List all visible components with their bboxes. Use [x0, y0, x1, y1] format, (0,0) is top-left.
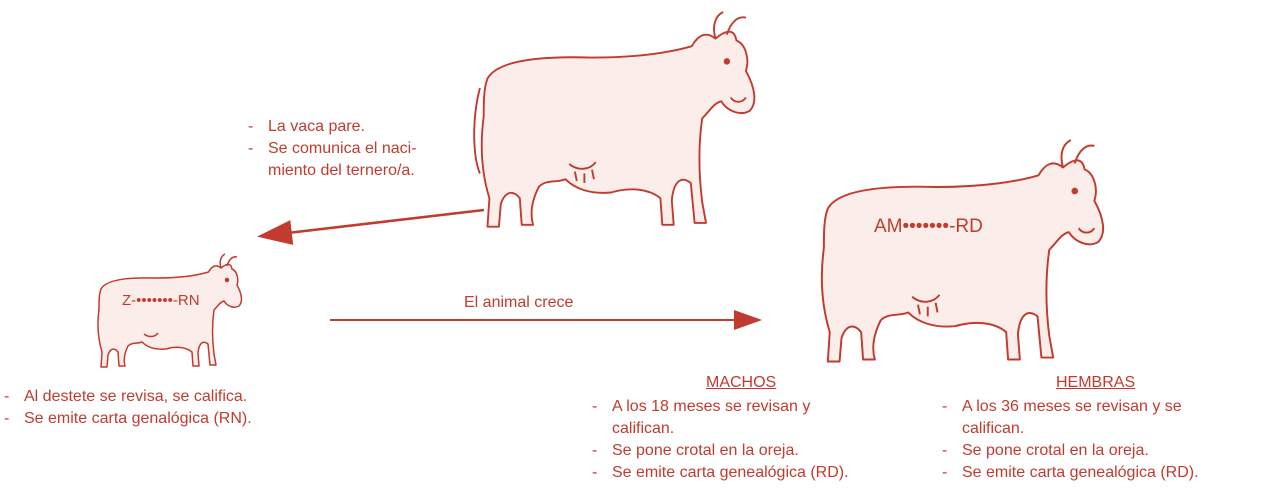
calf-note: Al destete se revisa, se califica.	[0, 386, 252, 408]
growth-label: El animal crece	[464, 292, 573, 314]
males-note: A los 18 meses se revisan y	[588, 396, 849, 418]
adult-cow-icon	[822, 140, 1103, 361]
birth-note: Se comunica el naci-	[244, 138, 417, 160]
males-note: Se pone crotal en la oreja.	[588, 440, 849, 462]
females-note: Se pone crotal en la oreja.	[938, 440, 1199, 462]
birth-note: La vaca pare.	[244, 116, 417, 138]
calf-icon	[98, 254, 241, 367]
males-heading: MACHOS	[706, 372, 776, 394]
mother-cow-icon	[474, 12, 754, 227]
birth-note-continuation: miento del ternero/a.	[244, 160, 417, 182]
males-notes: A los 18 meses se revisan y califican. S…	[588, 396, 849, 484]
adult-tag: AM•••••••-RD	[874, 216, 983, 238]
calf-tag: Z-•••••••-RN	[122, 292, 200, 309]
females-note-continuation: califican.	[938, 418, 1199, 440]
females-note: A los 36 meses se revisan y se	[938, 396, 1199, 418]
females-heading: HEMBRAS	[1056, 372, 1135, 394]
birth-arrow	[262, 210, 484, 236]
birth-notes: La vaca pare. Se comunica el naci- mient…	[244, 116, 417, 182]
females-note: Se emite carta genealógica (RD).	[938, 462, 1199, 484]
males-note-continuation: califican.	[588, 418, 849, 440]
calf-notes: Al destete se revisa, se califica. Se em…	[0, 386, 252, 430]
males-note: Se emite carta genealógica (RD).	[588, 462, 849, 484]
females-notes: A los 36 meses se revisan y se califican…	[938, 396, 1199, 484]
calf-note: Se emite carta genalógica (RN).	[0, 408, 252, 430]
